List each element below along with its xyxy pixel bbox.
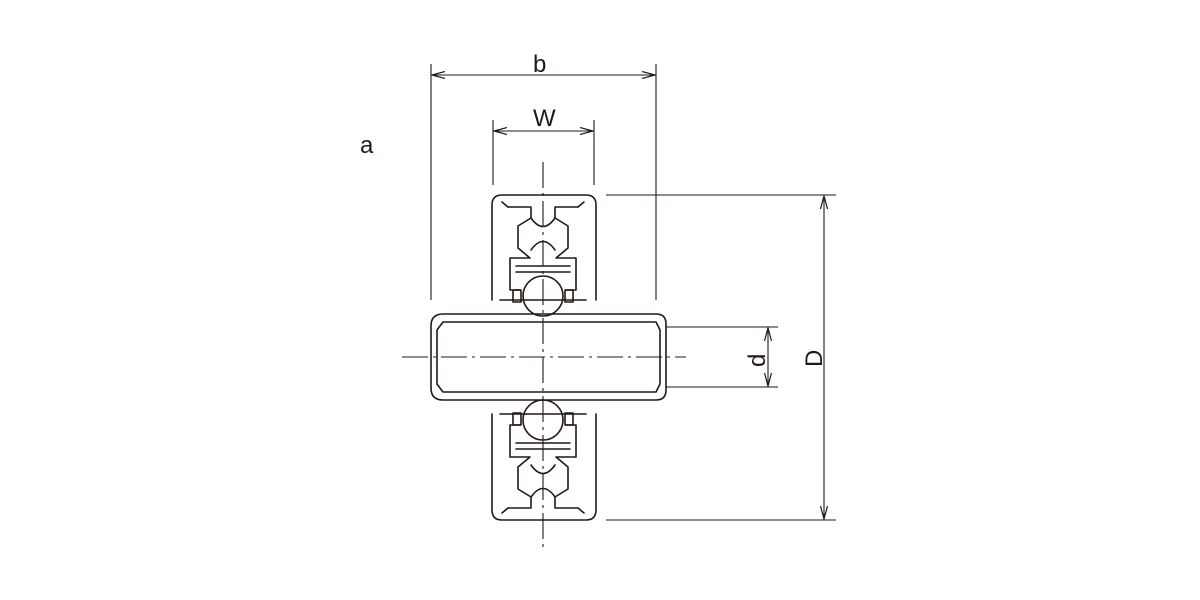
- dimension-b-label: b: [533, 51, 546, 78]
- wheel-upper-section: [491, 194, 597, 317]
- axle-bushing: [430, 313, 667, 401]
- dimension-d-bore-label: d: [744, 354, 771, 367]
- dimension-d-outer-label: D: [801, 350, 828, 367]
- view-label: a: [360, 132, 374, 159]
- dimension-d-bore: d: [666, 326, 778, 388]
- dimension-d-outer: D: [606, 194, 836, 521]
- upper-ball: [522, 275, 564, 317]
- lower-ball: [522, 399, 564, 441]
- dimension-w: W: [492, 105, 595, 185]
- dimension-b: b: [430, 51, 657, 300]
- dimension-w-label: W: [533, 105, 556, 132]
- wheel-lower-section: [491, 399, 597, 521]
